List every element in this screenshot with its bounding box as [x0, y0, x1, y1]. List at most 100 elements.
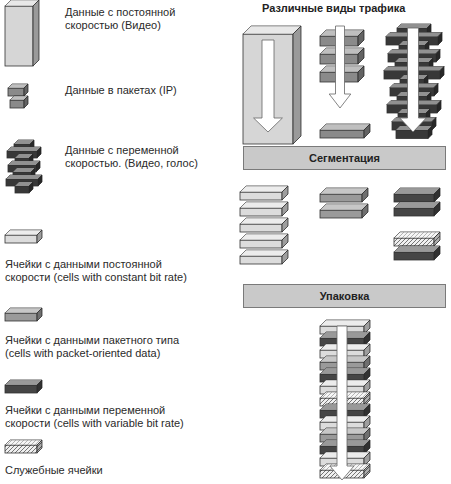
cell-front [10, 100, 24, 108]
cell-side [24, 84, 28, 96]
cell-top [6, 175, 42, 179]
cell-side [434, 202, 440, 216]
cell-top-shade [240, 250, 288, 256]
constant-stream [243, 26, 301, 144]
cell-front [15, 186, 29, 193]
legend-swatch [5, 440, 42, 453]
cell-side [434, 232, 440, 246]
cell-top [240, 202, 288, 208]
cell-top-shade [5, 308, 42, 313]
cell-side-shade [437, 101, 441, 114]
cell-side-shade [428, 126, 432, 139]
cell-front [394, 208, 434, 216]
cell-front [394, 238, 434, 246]
cell-side [437, 101, 441, 114]
cell-side [37, 147, 41, 158]
variable-block [6, 175, 42, 186]
cell-top [243, 26, 301, 34]
cell-side-shade [282, 202, 288, 216]
cell-side-shade [282, 250, 288, 264]
cell-top-shade [320, 204, 368, 210]
cell-side [440, 67, 444, 80]
cell-side [37, 440, 42, 453]
diagram-title: Различные виды трафика [262, 2, 405, 14]
cell-top-shade [5, 230, 42, 235]
constant-cell [240, 186, 288, 200]
cell-top [5, 308, 42, 313]
variable-cell [394, 246, 440, 260]
cell-side [438, 33, 442, 46]
cell-top [394, 202, 440, 208]
cell-side-shade [434, 84, 438, 97]
cell-front [394, 194, 434, 202]
cell-top [394, 188, 440, 194]
cell-top-shade [394, 188, 440, 194]
service-cell [394, 232, 440, 246]
variable-block [7, 147, 41, 158]
cell-side-shade [362, 204, 368, 218]
band-label: Сегментация [309, 152, 380, 164]
cell-front [240, 192, 282, 200]
constant-cell [240, 218, 288, 232]
cell-side-shade [358, 30, 364, 46]
cell-top [5, 440, 42, 445]
variable-cell [394, 188, 440, 202]
cell-top [320, 320, 370, 326]
cell-side-shade [358, 48, 364, 64]
legend-text: Служебные ячейки [5, 464, 195, 477]
cell-side-shade [434, 202, 440, 216]
constant-cell [240, 202, 288, 216]
legend-swatch [5, 0, 39, 66]
cell-top [397, 24, 431, 28]
cell-top [7, 147, 41, 151]
cell-front [240, 208, 282, 216]
cell-side-shade [24, 96, 28, 108]
cell-top-shade [5, 380, 42, 385]
cell-top [240, 218, 288, 224]
legend-text: Данные с постоянной скоростью (Видео) [65, 6, 215, 32]
cell-side-shade [434, 232, 440, 246]
legend-swatch [5, 230, 42, 243]
cell-side-shade [364, 124, 370, 138]
cell-top [320, 124, 370, 130]
cell-top-shade [240, 202, 288, 208]
cell-top-shade [240, 186, 288, 192]
cell-front [240, 224, 282, 232]
cell-top [394, 246, 440, 252]
flow-arrow [254, 40, 283, 132]
cell-side-shade [24, 84, 28, 96]
cell-side-shade [29, 182, 33, 193]
cell-side-shade [440, 67, 444, 80]
legend-swatch [6, 140, 42, 193]
process-band: Сегментация [243, 146, 446, 170]
packet-block [10, 96, 28, 108]
cell-top-shade [5, 440, 42, 445]
constant-cell [240, 250, 288, 264]
cell-side-shade [282, 234, 288, 248]
variable-block [15, 182, 33, 193]
cell-side [37, 380, 42, 393]
packet-cell [320, 188, 368, 202]
cell-side [434, 188, 440, 202]
cell-top-shade [240, 234, 288, 240]
legend-swatches [5, 0, 42, 453]
legend-text: Ячейки с данными постоянной скорости (ce… [5, 258, 195, 284]
band-label: Упаковка [320, 290, 370, 302]
cell-front [320, 130, 364, 138]
cell-top [240, 250, 288, 256]
cell-side-shade [434, 188, 440, 202]
cell-top-shade [240, 218, 288, 224]
cell-front [5, 385, 37, 393]
cell-side-shade [436, 50, 440, 63]
cell-front [320, 210, 362, 218]
cell-side [358, 30, 364, 46]
cell-top-shade [243, 26, 301, 34]
cell-front [8, 88, 24, 96]
cell-front [5, 6, 33, 66]
cell-top-shade [7, 147, 41, 151]
cell-front [240, 240, 282, 248]
cell-top-shade [394, 232, 440, 238]
cell-top [320, 188, 368, 194]
cell-top-shade [394, 202, 440, 208]
cell-top [8, 161, 40, 165]
